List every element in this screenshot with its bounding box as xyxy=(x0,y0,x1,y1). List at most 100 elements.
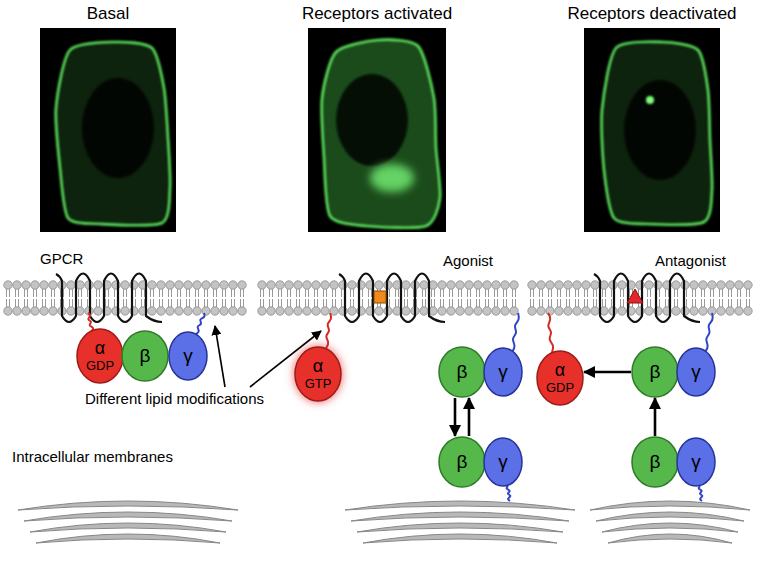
lipid-tail xyxy=(497,289,498,297)
lipid-head xyxy=(465,307,473,315)
lipid-head xyxy=(285,281,293,289)
lipid-tail xyxy=(443,299,444,307)
lipid-tail xyxy=(422,289,423,297)
lipid-tail xyxy=(290,289,291,297)
lipid-tail xyxy=(677,299,678,307)
lipid-tail xyxy=(404,299,405,307)
lipid-tail xyxy=(530,289,531,297)
lipid-tail xyxy=(51,289,52,297)
lipid-tail xyxy=(123,299,124,307)
lipid-tail xyxy=(713,289,714,297)
lipid-tail xyxy=(434,289,435,297)
lipid-tail xyxy=(287,289,288,297)
lipid-head xyxy=(348,281,356,289)
lipid-tail xyxy=(467,299,468,307)
agonist-square xyxy=(374,291,386,303)
lipid-tail xyxy=(78,289,79,297)
translocation-arrow xyxy=(468,398,471,436)
lipid-tail xyxy=(749,299,750,307)
lipid-head xyxy=(267,281,275,289)
lipid-tail xyxy=(749,289,750,297)
lipid-tail xyxy=(710,289,711,297)
lipid-tail xyxy=(605,299,606,307)
cell-cytoplasm xyxy=(602,42,713,225)
lipid-tail xyxy=(461,289,462,297)
lipid-tail xyxy=(341,299,342,307)
g-gamma-subunit: γ xyxy=(676,437,716,487)
lipid-tail xyxy=(126,289,127,297)
lipid-tail xyxy=(186,289,187,297)
lipid-tail xyxy=(9,299,10,307)
subunit-ellipse xyxy=(484,348,522,396)
lipid-tail xyxy=(96,299,97,307)
lipid-tail xyxy=(213,289,214,297)
lipid-tail xyxy=(326,299,327,307)
lipid-tail xyxy=(51,299,52,307)
lipid-head xyxy=(220,281,228,289)
lipid-tail xyxy=(470,289,471,297)
lipid-tail xyxy=(440,289,441,297)
lipid-tail xyxy=(512,289,513,297)
lipid-tail xyxy=(587,299,588,307)
lipid-head xyxy=(348,307,356,315)
lipid-tail xyxy=(578,289,579,297)
lipid-tail xyxy=(263,289,264,297)
cell-nucleus xyxy=(82,78,154,178)
lipid-head xyxy=(184,307,192,315)
lipid-tail xyxy=(476,299,477,307)
membrane-sheet xyxy=(590,501,750,510)
g-beta-subunit: β xyxy=(631,436,679,488)
lipid-tail xyxy=(434,299,435,307)
lipid-tail xyxy=(533,289,534,297)
lipid-tail xyxy=(584,299,585,307)
lipid-head xyxy=(564,307,572,315)
lipid-head xyxy=(645,307,653,315)
lipid-tail xyxy=(207,299,208,307)
lipid-tail xyxy=(647,289,648,297)
lipid-tail xyxy=(234,299,235,307)
lipid-tail xyxy=(290,299,291,307)
lipid-head xyxy=(447,281,455,289)
lipid-tail xyxy=(78,299,79,307)
lipid-head xyxy=(699,307,707,315)
lipid-tail xyxy=(695,299,696,307)
lipid-tail xyxy=(341,289,342,297)
membrane-sheet xyxy=(345,501,575,510)
lipid-tail xyxy=(33,299,34,307)
membrane-sheet xyxy=(18,501,238,510)
lipid-tail xyxy=(701,289,702,297)
lipid-tail xyxy=(584,289,585,297)
lipid-tail xyxy=(542,299,543,307)
lipid-tail xyxy=(740,299,741,307)
lipid-tail xyxy=(587,289,588,297)
lipid-tail xyxy=(668,289,669,297)
lipid-tail xyxy=(362,299,363,307)
lipid-tail xyxy=(189,289,190,297)
lipid-tail xyxy=(506,299,507,307)
lipid-tail xyxy=(611,299,612,307)
lipid-tail xyxy=(449,289,450,297)
lipid-head xyxy=(510,281,518,289)
lipid-head xyxy=(402,307,410,315)
lipid-head xyxy=(501,307,509,315)
lipid-tail xyxy=(305,299,306,307)
lipid-tail xyxy=(260,299,261,307)
lipid-head xyxy=(211,281,219,289)
lipid-head xyxy=(555,281,563,289)
lipid-tail xyxy=(350,289,351,297)
lipid-tail xyxy=(105,289,106,297)
lipid-tail xyxy=(719,299,720,307)
lipid-head xyxy=(501,281,509,289)
intracellular-membranes xyxy=(18,501,750,543)
cell-membrane-fluorescence xyxy=(56,42,170,225)
lipid-tail xyxy=(722,289,723,297)
subunit-label: GTP xyxy=(305,377,332,391)
lipid-tail xyxy=(171,289,172,297)
lipid-tail xyxy=(27,299,28,307)
lipid-tail xyxy=(422,299,423,307)
lipid-tail xyxy=(674,299,675,307)
subunit-label: α xyxy=(313,357,323,377)
lipid-tail xyxy=(332,299,333,307)
lipid-tail xyxy=(240,289,241,297)
